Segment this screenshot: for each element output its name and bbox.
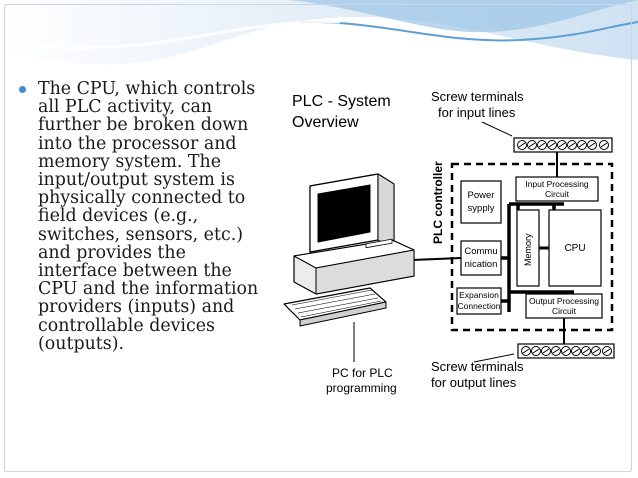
power-supply-label-line1: Power <box>468 190 495 201</box>
pc-plc-cable <box>411 257 462 261</box>
bullet-icon <box>19 86 26 93</box>
memory-label: Memory <box>523 233 533 266</box>
plc-controller-boundary <box>450 162 614 332</box>
communication-box <box>460 240 502 276</box>
expansion-connection-box <box>456 287 502 315</box>
expansion-label-line1: Expansion <box>459 290 499 300</box>
cpu-label: CPU <box>564 243 585 254</box>
screw-output-label-line2: for output lines <box>431 375 517 390</box>
plc-controller-label: PLC controller <box>431 161 445 244</box>
header-wave-dark <box>290 0 638 33</box>
header-wave-line <box>299 20 638 42</box>
screw-output-pointer <box>473 353 515 363</box>
screw-input-pointer <box>481 121 513 137</box>
diagram-title-line1: PLC - System <box>292 93 391 110</box>
pc-label-line1: PC for PLC <box>332 366 393 380</box>
screw-input-label-line2: for input lines <box>438 105 516 120</box>
output-processing-label-line1: Output Processing <box>529 296 599 306</box>
power-supply-box <box>460 180 502 224</box>
communication-label-line2: nication <box>465 259 498 270</box>
pc-computer-illustration <box>283 173 415 327</box>
screw-output-label-line1: Screw terminals <box>431 359 524 374</box>
diagram-title-line2: Overview <box>292 114 359 131</box>
input-processing-label-line2: Circuit <box>545 189 570 199</box>
input-processing-label-line1: Input Processing <box>525 179 589 189</box>
output-processing-box <box>525 293 603 319</box>
plc-system-diagram: PLC - System Overview Screw terminals fo… <box>274 80 624 398</box>
pc-label-line2: programming <box>326 381 397 395</box>
screw-input-label-line1: Screw terminals <box>431 89 524 104</box>
slide-frame <box>4 4 632 472</box>
bullet-text: The CPU, which controls all PLC activity… <box>38 79 259 354</box>
internal-bus <box>501 202 574 312</box>
expansion-label-line2: Connection <box>457 301 500 311</box>
input-processing-box <box>515 176 599 202</box>
cpu-box <box>548 209 602 287</box>
input-screw-terminal-strip <box>513 137 613 153</box>
output-processing-label-line2: Circuit <box>552 306 577 316</box>
power-supply-label-line2: sypply <box>468 203 495 214</box>
output-screw-terminal-strip <box>517 343 615 359</box>
communication-label-line1: Commu <box>464 246 497 257</box>
